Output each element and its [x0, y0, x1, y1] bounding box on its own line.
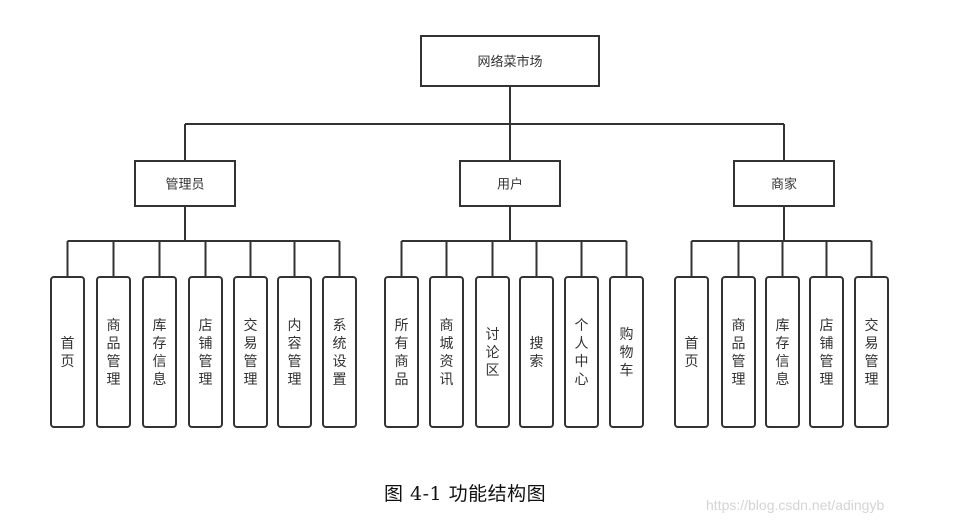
- leaf-node-char: 内: [288, 318, 302, 334]
- leaf-node-char: 易: [244, 336, 258, 352]
- leaf-node-char: 个: [575, 318, 589, 334]
- leaf-node-box: [475, 276, 510, 428]
- leaf-node-char: 区: [486, 363, 500, 379]
- leaf-node-char: 管: [288, 354, 302, 370]
- leaf-node-char: 首: [61, 336, 75, 352]
- branch-node-box: [134, 160, 236, 207]
- root-node-label: 网络菜市场: [477, 54, 542, 70]
- leaf-node-char: 库: [153, 318, 167, 334]
- leaf-node-box: [277, 276, 312, 428]
- leaf-node-char: 车: [620, 362, 634, 379]
- leaf-node-char: 商: [107, 318, 121, 334]
- leaf-node-char: 理: [244, 372, 258, 388]
- leaf-node-char: 息: [153, 371, 167, 388]
- leaf-node-box: [233, 276, 268, 428]
- leaf-node-box: [96, 276, 131, 428]
- leaf-node-char: 存: [153, 336, 167, 352]
- branch-node-box: [459, 160, 561, 207]
- leaf-node-char: 索: [530, 353, 544, 370]
- leaf-node-char: 有: [395, 336, 409, 352]
- leaf-node-char: 交: [865, 317, 879, 334]
- leaf-node-char: 品: [107, 336, 121, 352]
- leaf-node-char: 理: [732, 372, 746, 388]
- leaf-node-char: 城: [440, 336, 454, 352]
- leaf-node-char: 库: [776, 318, 790, 334]
- watermark: https://blog.csdn.net/adingyb: [706, 497, 885, 513]
- leaf-node-char: 交: [244, 317, 258, 334]
- leaf-node-char: 搜: [530, 336, 544, 352]
- leaf-node-box: [50, 276, 85, 428]
- leaf-node-char: 品: [395, 372, 409, 388]
- leaf-node-char: 中: [575, 354, 589, 370]
- leaf-node-char: 容: [288, 335, 302, 352]
- branch-node-label: 商家: [771, 177, 797, 193]
- leaf-node-box: [142, 276, 177, 428]
- leaf-node-box: [674, 276, 709, 428]
- branch-node-label: 用户: [497, 177, 523, 193]
- leaf-node-char: 信: [776, 354, 790, 370]
- leaf-node-char: 理: [107, 372, 121, 388]
- leaf-node-char: 店: [199, 318, 213, 334]
- leaf-node-box: [854, 276, 889, 428]
- leaf-node-char: 系: [333, 318, 347, 334]
- leaf-node-char: 店: [820, 318, 834, 334]
- leaf-node-box: [384, 276, 419, 428]
- root-node-box: [420, 35, 600, 87]
- leaf-node-box: [721, 276, 756, 428]
- leaf-node-char: 置: [333, 372, 347, 388]
- leaf-node-char: 设: [333, 354, 347, 370]
- leaf-node-char: 铺: [820, 336, 834, 352]
- leaf-node-char: 存: [776, 336, 790, 352]
- leaf-node-char: 理: [820, 372, 834, 388]
- leaf-node-char: 理: [199, 372, 213, 388]
- leaf-node-char: 人: [575, 336, 589, 352]
- leaf-node-box: [564, 276, 599, 428]
- leaf-node-char: 讨: [486, 327, 500, 343]
- leaf-node-char: 商: [395, 354, 409, 370]
- leaf-node-char: 物: [620, 345, 634, 361]
- leaf-node-char: 管: [244, 354, 258, 370]
- leaf-node-char: 管: [820, 354, 834, 370]
- leaf-node-char: 理: [865, 372, 879, 388]
- leaf-node-char: 管: [107, 354, 121, 370]
- leaf-node-char: 商: [732, 318, 746, 334]
- leaf-node-char: 商: [440, 318, 454, 334]
- branch-node-label: 管理员: [165, 178, 204, 193]
- leaf-node-box: [322, 276, 357, 428]
- leaf-node-char: 息: [776, 371, 790, 388]
- leaf-node-box: [809, 276, 844, 428]
- leaf-node-char: 页: [61, 354, 75, 370]
- leaf-node-char: 管: [732, 354, 746, 370]
- leaf-node-box: [429, 276, 464, 428]
- leaf-node-char: 统: [333, 336, 347, 352]
- leaf-node-char: 首: [685, 336, 699, 352]
- leaf-node-char: 所: [395, 318, 409, 334]
- leaf-node-box: [765, 276, 800, 428]
- leaf-node-box: [609, 276, 644, 428]
- leaf-node-char: 易: [865, 336, 879, 352]
- leaf-node-char: 管: [199, 354, 213, 370]
- leaf-node-box: [188, 276, 223, 428]
- leaf-node-char: 心: [575, 372, 589, 388]
- leaf-node-char: 论: [486, 345, 500, 361]
- figure-caption: 图 4-1 功能结构图: [384, 483, 547, 505]
- leaf-node-char: 购: [620, 327, 634, 343]
- leaf-node-char: 铺: [199, 336, 213, 352]
- leaf-node-char: 品: [732, 336, 746, 352]
- leaf-node-char: 理: [288, 372, 302, 388]
- leaf-node-box: [519, 276, 554, 428]
- leaf-node-char: 讯: [440, 372, 454, 388]
- leaf-node-char: 信: [153, 354, 167, 370]
- leaf-node-char: 管: [865, 354, 879, 370]
- leaf-node-char: 页: [685, 354, 699, 370]
- leaf-node-char: 资: [440, 354, 454, 370]
